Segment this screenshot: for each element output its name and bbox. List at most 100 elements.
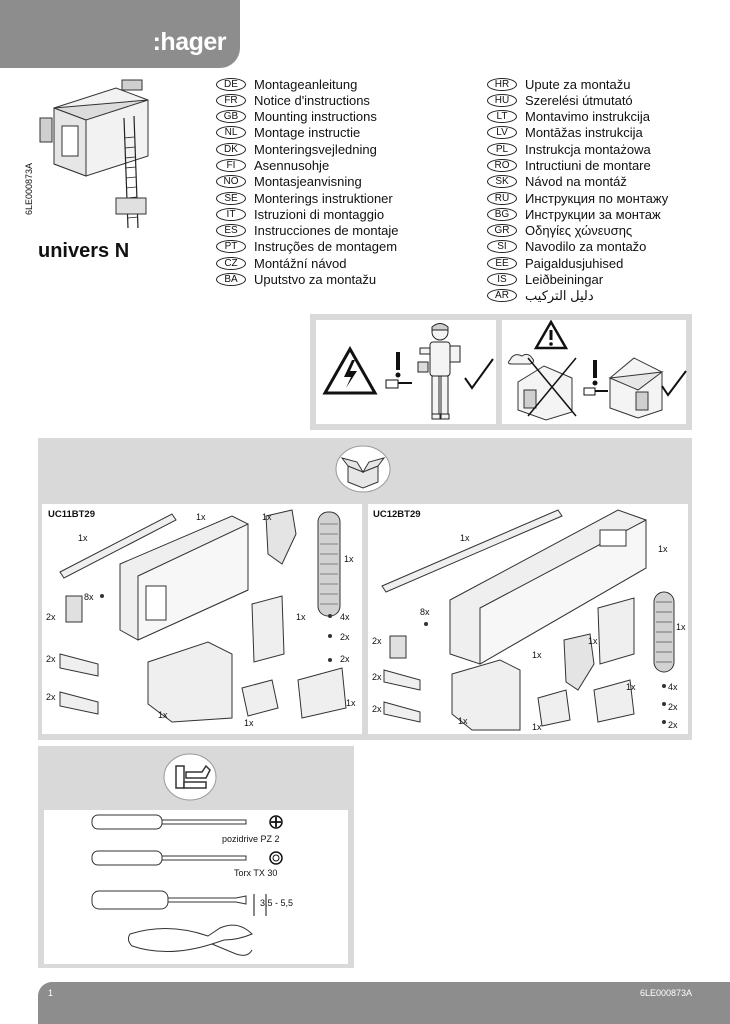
language-code-badge: BA [216, 273, 246, 287]
flat-tip-icon [253, 894, 267, 916]
outdoor-house-crossed-icon [507, 353, 577, 421]
language-instruction-title: Szerelési útmutató [525, 92, 633, 108]
flat-screwdriver [91, 890, 247, 910]
language-instruction-title: Инструкция по монтажу [525, 190, 669, 206]
language-code-badge: HR [487, 77, 517, 91]
checkmark-icon-2 [661, 370, 687, 397]
flat-size-label: 3,5 - 5,5 [260, 898, 294, 908]
language-code-badge: PT [216, 240, 246, 254]
part-quantity: 1x [158, 710, 168, 720]
electric-hazard-icon [322, 346, 378, 395]
page-footer: 1 6LE000873A [38, 982, 730, 1024]
warning-triangle-icon [534, 320, 568, 350]
language-instruction-title: Intructiuni de montare [525, 157, 651, 173]
part-quantity: 2x [340, 654, 350, 664]
part-quantity: 4x [340, 612, 350, 622]
language-instruction-title: Monterings instruktioner [254, 190, 393, 206]
language-instruction-title: Οδηγίες χώνευσης [525, 223, 633, 239]
language-code-badge: LV [487, 126, 517, 140]
language-instruction-title: Instrucciones de montaje [254, 223, 399, 239]
pliers-icon [128, 924, 253, 956]
part-quantity: 2x [668, 702, 678, 712]
language-code-badge: ES [216, 224, 246, 238]
language-code-badge: FR [216, 93, 246, 107]
language-item: ES Instrucciones de montaje [216, 223, 399, 239]
document-code-vertical: 6LE000873A [24, 162, 34, 215]
language-instruction-title: Notice d'instructions [254, 92, 370, 108]
page-number: 1 [48, 988, 54, 998]
electrician-figure-icon [417, 323, 461, 420]
language-code-badge: CZ [216, 256, 246, 270]
part-quantity: 1x [532, 650, 542, 660]
language-instruction-title: Mounting instructions [254, 109, 377, 125]
part-quantity: 1x [626, 682, 636, 692]
part-quantity: 2x [372, 704, 382, 714]
language-instruction-title: Montageanleitung [254, 76, 358, 92]
language-instruction-title: Upute za montažu [525, 76, 631, 92]
footer-document-code: 6LE000873A [639, 988, 692, 998]
part-quantity: 1x [344, 554, 354, 564]
right-kit-parts [381, 509, 675, 731]
language-item: DE Montageanleitung [216, 76, 399, 92]
language-code-badge: IS [487, 273, 517, 287]
language-instruction-title: Asennusohje [254, 157, 330, 173]
language-item: AR دليل التركيب [487, 288, 668, 304]
language-item: SI Navodilo za montažo [487, 239, 668, 255]
part-quantity: 1x [296, 612, 306, 622]
language-item: IS Leiðbeiningar [487, 272, 668, 288]
part-quantity: 2x [372, 672, 382, 682]
language-item: DK Monteringsvejledning [216, 141, 399, 157]
pointing-hand-icon-2 [583, 360, 608, 396]
language-instruction-title: Leiðbeiningar [525, 272, 604, 288]
part-quantity: 1x [244, 718, 254, 728]
language-item: LT Montavimo instrukcija [487, 109, 668, 125]
language-code-badge: NL [216, 126, 246, 140]
pozidrive-label: pozidrive PZ 2 [222, 834, 280, 844]
part-quantity: 1x [588, 636, 598, 646]
part-quantity: 8x [420, 607, 430, 617]
part-quantity: 1x [676, 622, 686, 632]
part-quantity: 2x [668, 720, 678, 730]
language-instruction-title: Návod na montáž [525, 174, 627, 190]
language-instruction-title: Navodilo za montažo [525, 239, 647, 255]
language-code-badge: DK [216, 142, 246, 156]
part-quantity: 2x [340, 632, 350, 642]
language-code-badge: AR [487, 289, 517, 303]
kit-label-left: UC11BT29 [48, 509, 95, 520]
language-code-badge: GB [216, 110, 246, 124]
language-code-badge: NO [216, 175, 246, 189]
language-instruction-title: Montážní návod [254, 255, 347, 271]
part-quantity: 8x [84, 592, 94, 602]
language-code-badge: RU [487, 191, 517, 205]
part-quantity: 1x [458, 716, 468, 726]
language-instruction-title: دليل التركيب [525, 287, 594, 303]
checkmark-icon [464, 358, 494, 390]
product-illustration [39, 79, 149, 228]
language-code-badge: LT [487, 110, 517, 124]
language-instruction-title: Инструкции за монтаж [525, 206, 661, 222]
language-instruction-title: Monteringsvejledning [254, 141, 377, 157]
language-instruction-title: Montavimo instrukcija [525, 109, 650, 125]
language-code-badge: DE [216, 77, 246, 91]
language-item: FR Notice d'instructions [216, 92, 399, 108]
language-item: LV Montāžas instrukcija [487, 125, 668, 141]
language-instruction-title: Montāžas instrukcija [525, 125, 643, 141]
part-quantity: 2x [46, 692, 56, 702]
part-quantity: 2x [372, 636, 382, 646]
language-code-badge: SI [487, 240, 517, 254]
torx-label: Torx TX 30 [234, 868, 278, 878]
part-quantity: 1x [658, 544, 668, 554]
language-item: HR Upute za montažu [487, 76, 668, 92]
